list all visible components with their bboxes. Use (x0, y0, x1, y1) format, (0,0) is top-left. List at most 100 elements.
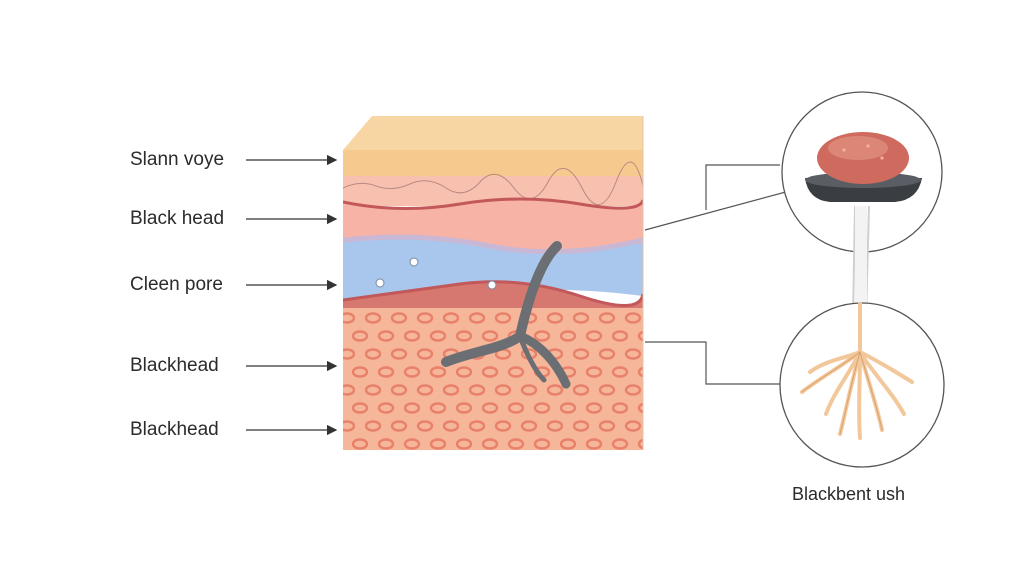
tissue-cell (598, 348, 616, 360)
tissue-cell (351, 330, 369, 342)
tissue-cell (364, 420, 382, 432)
tissue-cell (507, 402, 525, 414)
tissue-cell (481, 402, 499, 414)
tissue-cell (377, 402, 395, 414)
tissue-cell (572, 384, 590, 396)
blackhead-plug-branch (517, 333, 547, 383)
caption-blackbent-ush: Blackbent ush (792, 484, 906, 504)
tissue-cell (351, 402, 369, 414)
tissue-cell (611, 402, 629, 414)
tissue-cell (585, 402, 603, 414)
lower-red-stroke (343, 280, 643, 307)
tissue-cell (585, 438, 603, 450)
label-arrows (246, 154, 338, 436)
tissue-cell (364, 384, 382, 396)
tissue-cell (429, 330, 447, 342)
epidermis-texture (343, 161, 643, 206)
sebum-plug-highlight (828, 136, 888, 160)
tissue-cell (559, 402, 577, 414)
connector-bottom (645, 341, 780, 385)
tissue-cell (559, 438, 577, 450)
tissue-cell (598, 312, 616, 324)
tissue-cell (611, 330, 629, 342)
bubble (409, 257, 419, 267)
label-black-head: Black head (130, 208, 225, 229)
tissue-cell (468, 420, 486, 432)
tissue-cell (611, 366, 629, 378)
skin-block (343, 116, 644, 450)
tissue-cell (343, 348, 356, 360)
tissue-cell (364, 348, 382, 360)
connector-top-bracket (705, 164, 780, 210)
pore-stem-fill (855, 206, 867, 318)
epidermis-top-layer (343, 150, 643, 180)
tissue-cell (624, 384, 642, 396)
tissue-cell (429, 402, 447, 414)
upper-red-stroke (343, 197, 643, 211)
tissue-cell (455, 330, 473, 342)
label-blackhead-2: Blackhead (130, 419, 219, 440)
blackhead-plug-branch (515, 331, 571, 389)
tissue-cell (403, 330, 421, 342)
block-top-face (343, 116, 643, 150)
bottom-circle-outline (779, 302, 945, 468)
tissue-cell (611, 438, 629, 450)
tissue-cell (416, 348, 434, 360)
tissue-cell (343, 420, 356, 432)
tissue-cell (390, 312, 408, 324)
tissue-cell (442, 312, 460, 324)
label-slann-voye: Slann voye (130, 149, 225, 170)
lower-red-layer (343, 281, 643, 312)
tissue-cell (520, 384, 538, 396)
tissue-cell (481, 366, 499, 378)
tissue-cell (637, 438, 643, 450)
tissue-cell (455, 366, 473, 378)
tissue-cell (637, 330, 643, 342)
root-strand-outlines (801, 351, 883, 435)
bubble (375, 278, 385, 288)
tissue-cell (403, 402, 421, 414)
tissue-cell (598, 384, 616, 396)
tissue-cell (416, 420, 434, 432)
tissue-cell (507, 366, 525, 378)
tissue-cell (572, 348, 590, 360)
tissue-cell (494, 384, 512, 396)
tissue-cell (585, 366, 603, 378)
tissue-cell (377, 330, 395, 342)
tissue-cell (390, 420, 408, 432)
tissue-cell (546, 420, 564, 432)
tissue-cell (637, 402, 643, 414)
tissue-cell (343, 384, 356, 396)
tissue-cell (403, 438, 421, 450)
magnified-blackhead-circle (781, 91, 943, 253)
tissue-cell (416, 384, 434, 396)
tissue-cell (624, 348, 642, 360)
label-cleen-pore: Cleen pore (130, 274, 223, 295)
tissue-cell (390, 348, 408, 360)
tissue-cell (572, 312, 590, 324)
connector-top (644, 185, 809, 231)
bubble (487, 280, 497, 290)
blue-layer-top-band (343, 234, 643, 255)
tissue-cell (455, 402, 473, 414)
tissue-cell (559, 330, 577, 342)
tissue-cell (468, 312, 486, 324)
tissue-cell (598, 420, 616, 432)
tissue-cell (343, 312, 356, 324)
tissue-cell (637, 366, 643, 378)
tissue-cell (494, 312, 512, 324)
tissue-cell (520, 420, 538, 432)
tissue-cell (468, 384, 486, 396)
tissue-cell (481, 438, 499, 450)
tissue-cell (533, 402, 551, 414)
plug-speck (880, 156, 884, 160)
connector-lines (644, 164, 809, 385)
plug-speck (866, 144, 870, 148)
tissue-cell (624, 312, 642, 324)
tissue-cell (624, 420, 642, 432)
tissue-cell (442, 384, 460, 396)
tissue-cell (481, 330, 499, 342)
tissue-cell (403, 366, 421, 378)
